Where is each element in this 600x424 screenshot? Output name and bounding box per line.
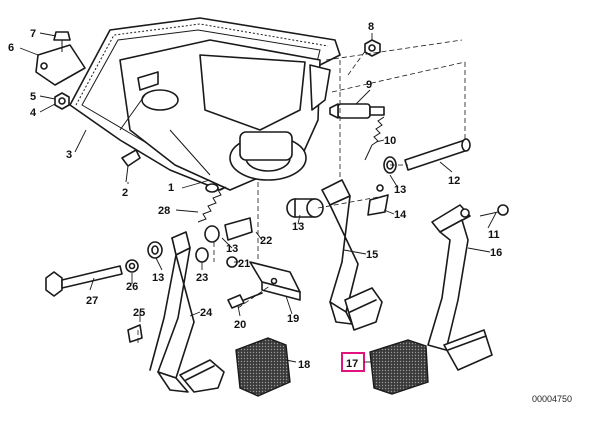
- callout-12: 12: [448, 175, 460, 187]
- callout-26: 26: [126, 281, 138, 293]
- return-spring-10: [364, 116, 385, 161]
- callout-20: 20: [234, 319, 246, 331]
- long-bolt: [45, 259, 139, 297]
- callout-4: 4: [30, 107, 37, 119]
- callout-6: 6: [8, 42, 14, 54]
- cover-plate: [35, 44, 86, 86]
- diagram-id: 00004750: [532, 394, 572, 404]
- clutch-spring: [197, 183, 227, 223]
- brake-light-switch: [329, 103, 385, 119]
- leader-lines: [19, 32, 497, 363]
- pedal-bracket: [119, 39, 331, 191]
- callout-25: 25: [133, 307, 145, 319]
- pedal-pad-18: [235, 337, 291, 397]
- callout-7: 7: [30, 28, 36, 40]
- callout-19: 19: [287, 313, 299, 325]
- callout-11: 11: [488, 229, 500, 241]
- bolt-2: [121, 149, 141, 183]
- clutch-pedal: [149, 231, 225, 393]
- alignment-lines: [137, 39, 466, 345]
- callout-9: 9: [366, 79, 372, 91]
- callout-5: 5: [30, 91, 36, 103]
- callout-24: 24: [200, 307, 213, 319]
- bolt-11: [479, 204, 509, 217]
- callout-13c: 13: [226, 243, 238, 255]
- callout-22: 22: [260, 235, 272, 247]
- callout-16: 16: [490, 247, 502, 259]
- callout-13d: 13: [152, 272, 164, 284]
- pivot-shaft: [404, 138, 471, 171]
- callout-18: 18: [298, 359, 310, 371]
- callout-27: 27: [86, 295, 98, 307]
- callout-13b: 13: [292, 221, 304, 233]
- callout-labels: 6 7 5 4 3 2 1 28 8 9 10 12 13 14 13 22 1…: [8, 21, 572, 404]
- callout-23: 23: [196, 272, 208, 284]
- linkage-block: [249, 261, 301, 301]
- callout-14: 14: [394, 209, 407, 221]
- callout-13a: 13: [394, 184, 406, 196]
- bolt-7: [53, 31, 71, 52]
- nut-4: [54, 92, 70, 110]
- callout-15: 15: [366, 249, 378, 261]
- callout-28: 28: [158, 205, 170, 217]
- callout-1: 1: [168, 182, 174, 194]
- callout-2: 2: [122, 187, 128, 199]
- callout-21: 21: [238, 258, 250, 270]
- third-pedal: [427, 204, 493, 371]
- callout-3: 3: [66, 149, 72, 161]
- pedal-pad-17: [369, 339, 429, 395]
- brake-pedal: [321, 179, 383, 331]
- callout-8: 8: [368, 21, 374, 33]
- clip: [367, 184, 389, 216]
- callout-17: 17: [346, 358, 358, 370]
- callout-10: 10: [384, 135, 396, 147]
